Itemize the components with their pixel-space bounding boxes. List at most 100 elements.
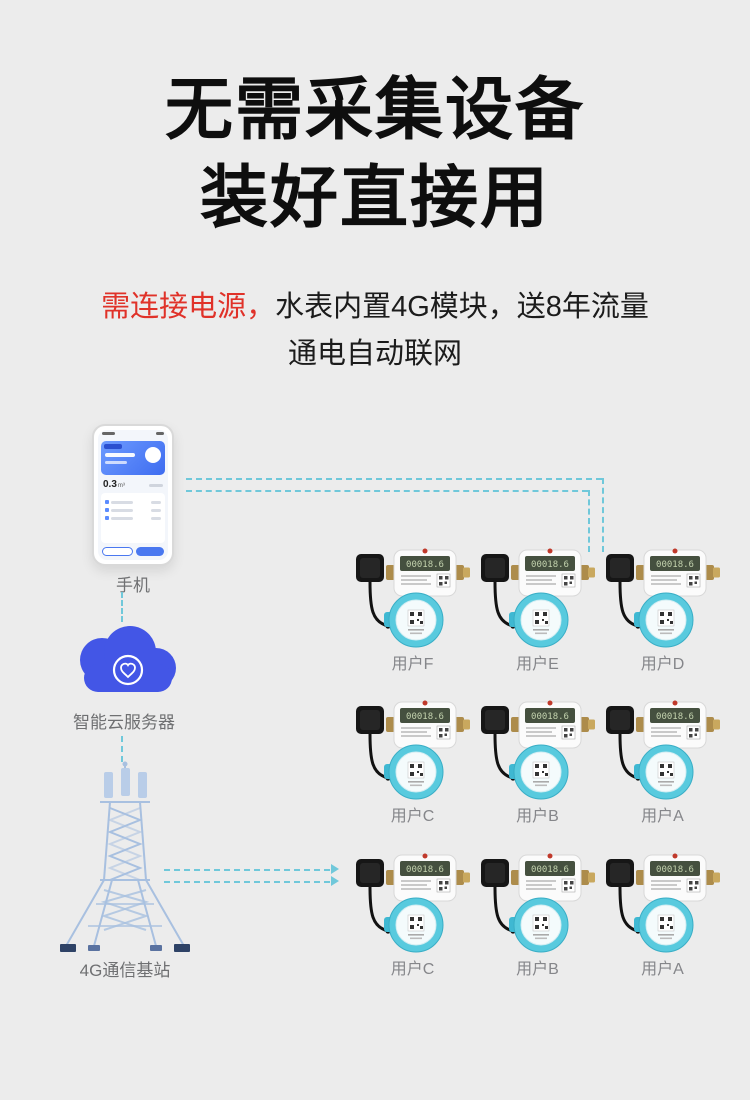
banner-text-line	[105, 453, 135, 457]
qr-code	[657, 914, 674, 932]
subtitle-highlight: 需连接电源，	[101, 291, 276, 323]
power-socket	[480, 554, 509, 582]
indicator-dot	[672, 700, 677, 706]
list-item	[105, 516, 161, 520]
usage-unit: m³	[117, 483, 125, 489]
power-socket	[355, 859, 384, 887]
app-banner	[101, 441, 165, 475]
meter-head: 00018.6	[393, 700, 456, 749]
title-line-2: 装好直接用	[199, 160, 550, 237]
meter-lcd	[399, 708, 450, 723]
water-meter: 00018.6	[475, 700, 600, 853]
brass-nut	[712, 567, 720, 578]
meter-lcd	[399, 861, 450, 876]
brass-fitting-left	[385, 717, 395, 732]
meter-lcd	[399, 556, 450, 571]
indicator-dot	[672, 548, 677, 554]
meter-lcd-text: 00018.6	[656, 560, 694, 570]
meter-lcd	[649, 556, 700, 571]
app-secondary-button	[102, 547, 133, 556]
meter-head: 00018.6	[643, 700, 706, 749]
indicator-dot	[422, 548, 427, 554]
meter-user-label: 用户C	[390, 808, 435, 825]
meter-head: 00018.6	[518, 700, 581, 749]
water-meter-graphic: 00018.6	[355, 853, 470, 953]
brass-fitting-left	[510, 870, 520, 885]
antenna-tip	[122, 761, 128, 767]
power-socket	[480, 859, 509, 887]
app-primary-button	[135, 547, 164, 556]
meter-body	[513, 897, 568, 953]
qr-code	[532, 761, 549, 779]
brass-fitting-left	[635, 565, 645, 580]
meter-grid: 00018.6	[350, 548, 725, 1018]
power-socket	[605, 859, 634, 887]
water-meter: 00018.6	[600, 853, 725, 1018]
tower-feet	[60, 944, 190, 952]
app-list-card	[101, 493, 165, 543]
label-qr-icon	[686, 878, 700, 893]
meter-lcd-text: 00018.6	[406, 865, 444, 875]
meter-user-label: 用户D	[640, 656, 685, 673]
brass-nut	[712, 872, 720, 883]
heart-icon	[120, 662, 136, 679]
meter-head: 00018.6	[643, 548, 706, 597]
water-meter: 00018.6	[600, 700, 725, 853]
meter-lcd-text: 00018.6	[531, 712, 569, 722]
indicator-dot	[547, 853, 552, 859]
meter-body	[388, 744, 443, 800]
power-socket	[355, 706, 384, 734]
brass-fitting-left	[510, 565, 520, 580]
phone-status-bar	[98, 430, 168, 439]
title-line-1: 无需采集设备	[164, 72, 585, 148]
meter-lcd	[524, 861, 575, 876]
power-socket	[480, 706, 509, 734]
banner-tag	[104, 444, 122, 449]
banner-text-line	[105, 461, 127, 464]
meter-head: 00018.6	[393, 853, 456, 902]
indicator-dot	[422, 700, 427, 706]
water-meter-graphic: 00018.6	[480, 700, 595, 800]
brass-nut	[587, 719, 595, 730]
list-item	[105, 500, 161, 504]
brass-fitting-right	[454, 565, 464, 580]
cloud-node-label: 智能云服务器	[73, 713, 175, 732]
usage-value: 0.3	[103, 479, 117, 490]
water-meter: 00018.6	[350, 548, 475, 700]
label-qr-icon	[436, 878, 450, 893]
label-qr-icon	[436, 573, 450, 588]
brass-fitting-left	[635, 870, 645, 885]
app-buttons	[98, 546, 168, 560]
label-qr-icon	[686, 573, 700, 588]
meter-body	[638, 744, 693, 800]
brass-fitting-left	[385, 565, 395, 580]
indicator-dot	[672, 853, 677, 859]
meter-user-label: 用户F	[391, 656, 434, 673]
brass-fitting-right	[704, 717, 714, 732]
connection-line-phone-h1	[186, 478, 602, 480]
meter-lcd-text: 00018.6	[531, 865, 569, 875]
meter-lcd-text: 00018.6	[531, 560, 569, 570]
qr-code	[657, 761, 674, 779]
water-meter-graphic: 00018.6	[605, 853, 720, 953]
meter-body	[638, 592, 693, 648]
water-meter: 00018.6	[600, 548, 725, 700]
meter-lcd	[649, 861, 700, 876]
connection-line-cloud-tower	[121, 736, 123, 762]
brass-nut	[587, 567, 595, 578]
arrow-right-icon	[331, 876, 339, 886]
water-meter: 00018.6	[350, 700, 475, 853]
meter-lcd-text: 00018.6	[656, 865, 694, 875]
brass-nut	[462, 719, 470, 730]
4g-tower-icon	[60, 761, 190, 952]
water-meter: 00018.6	[350, 853, 475, 1018]
water-meter-graphic: 00018.6	[480, 853, 595, 953]
qr-code	[532, 914, 549, 932]
brass-fitting-right	[579, 870, 589, 885]
indicator-dot	[422, 853, 427, 859]
connection-line-tower-h2	[164, 881, 330, 883]
power-socket	[605, 554, 634, 582]
meter-user-label: 用户E	[516, 656, 559, 673]
